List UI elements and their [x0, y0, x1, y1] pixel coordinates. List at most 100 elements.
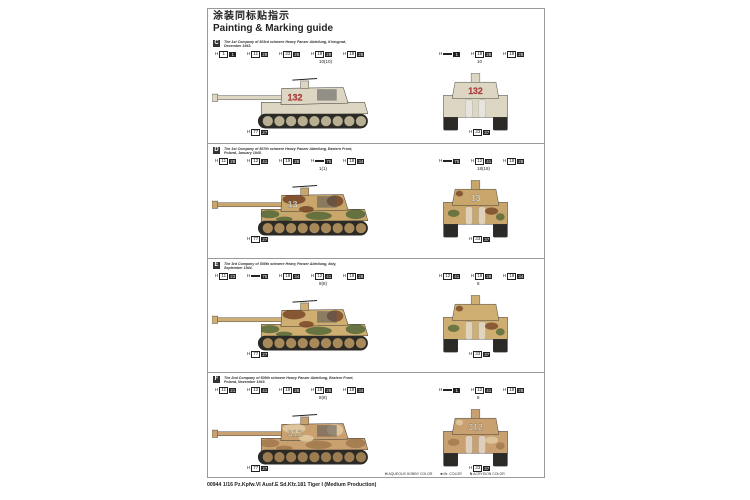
scheme-letter: D	[213, 147, 220, 154]
scheme-letter: E	[213, 262, 220, 269]
camo-blob	[345, 324, 366, 335]
gun-barrel	[212, 202, 288, 208]
callout-prefix: H	[469, 236, 473, 242]
machine-gun	[292, 184, 318, 188]
muzzle-brake	[212, 429, 218, 438]
callout-code: 77	[251, 236, 261, 243]
callout-prefix: H	[469, 351, 473, 357]
callout-prefix: H	[215, 387, 219, 393]
camo-pattern	[261, 309, 366, 337]
callout-mr-code: 37	[483, 465, 491, 471]
road-wheel	[332, 222, 344, 234]
gun-barrel	[212, 431, 288, 437]
road-wheel	[343, 222, 355, 234]
callout-code: 18	[507, 273, 517, 280]
callout-mr-code: 1	[453, 387, 461, 393]
callout-code	[443, 160, 453, 162]
scheme-section-e: E The 3rd Company of 508th schwere Heavy …	[207, 258, 545, 372]
road-wheel	[332, 451, 344, 463]
callout-prefix: H	[247, 51, 251, 57]
callout-mr-code: 21	[229, 387, 237, 393]
callout-prefix: H	[343, 158, 347, 164]
callout-code	[443, 389, 453, 391]
decal-number-note: 8	[477, 395, 480, 400]
smoke-dischargers	[317, 89, 337, 101]
callout-code: 19	[283, 158, 293, 165]
callout-mr-code: 29	[325, 51, 333, 57]
scheme-letter: F	[213, 376, 220, 383]
callout-prefix: H	[343, 387, 347, 393]
machine-gun	[292, 299, 318, 303]
road-wheel	[285, 222, 297, 234]
road-wheel	[262, 222, 274, 234]
callout-mr-code: 41	[485, 387, 493, 393]
section-divider	[207, 372, 545, 373]
callout-code: 18	[347, 273, 357, 280]
callout-mr-code: 1	[229, 51, 237, 57]
road-wheel	[285, 451, 297, 463]
camo-blob	[455, 419, 464, 426]
callout-prefix: H	[439, 51, 443, 56]
callout-mr-code: 34	[517, 273, 525, 279]
decal-number-note: 8	[477, 281, 480, 286]
commander-cupola	[300, 416, 310, 425]
callout-prefix: H	[471, 51, 475, 57]
callout-code	[251, 275, 261, 277]
legend-hobby-color: H AQUEOUS HOBBY COLOR	[385, 472, 433, 476]
road-wheel	[355, 337, 367, 349]
callout-prefix: H	[469, 465, 473, 471]
front-turret	[451, 188, 500, 206]
tank-front-view: 132	[443, 73, 508, 131]
front-turret	[451, 417, 500, 435]
road-wheel	[332, 115, 344, 127]
callout-code: 11	[251, 51, 261, 58]
callout-code: 12	[251, 387, 261, 394]
road-wheel	[273, 451, 285, 463]
callout-prefix: H	[247, 158, 251, 164]
callout-mr-code: 75	[453, 158, 461, 164]
callout-mr-code: 1	[453, 51, 461, 57]
road-wheel	[355, 451, 367, 463]
callout-mr-code: 37	[483, 236, 491, 242]
road-wheel	[308, 222, 320, 234]
callout-mr-code: 28	[293, 387, 301, 393]
callout-prefix: H	[439, 387, 443, 392]
scheme-caption: The 3rd Company of 508th schwere Heavy P…	[224, 262, 337, 270]
callout-code: 12	[443, 273, 453, 280]
callout-code: 19	[283, 387, 293, 394]
callout-mr-code: 28	[485, 273, 493, 279]
callout-mr-code: 41	[453, 273, 461, 279]
road-wheel	[320, 451, 332, 463]
road-wheel	[273, 337, 285, 349]
callout-prefix: H	[503, 158, 507, 164]
camo-blob	[261, 210, 280, 219]
callout-prefix: H	[215, 158, 219, 164]
callout-code: 12	[251, 158, 261, 165]
callout-mr-code: 28	[485, 51, 493, 57]
road-wheel	[320, 337, 332, 349]
callout-prefix: H	[279, 158, 283, 164]
callout-prefix: H	[215, 273, 219, 279]
callout-prefix: H	[471, 387, 475, 393]
callout-code: 77	[251, 351, 261, 358]
callout-mr-code: 28	[325, 387, 333, 393]
callout-prefix: H	[311, 387, 315, 393]
camo-blob	[276, 216, 293, 222]
camo-blob	[455, 190, 464, 197]
product-footer: 00944 1/16 Pz.Kpfw.VI Ausf.E Sd.Kfz.181 …	[207, 482, 377, 488]
camo-blob	[282, 194, 306, 205]
